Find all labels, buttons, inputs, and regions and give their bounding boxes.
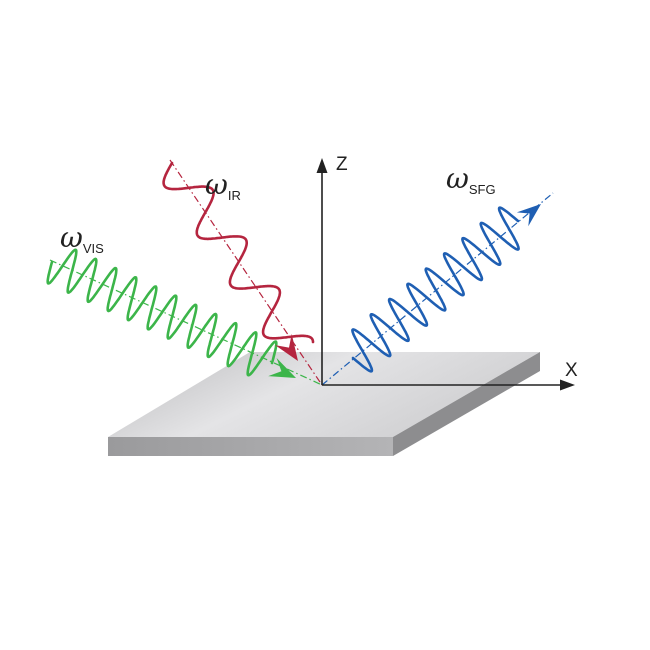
sfg-beam-axis xyxy=(321,192,554,386)
sfg-label: ωSFG xyxy=(446,162,496,197)
vis-wave xyxy=(46,248,278,377)
ir-arrowhead xyxy=(275,333,298,361)
x-axis-arrowhead xyxy=(560,379,575,391)
vis-label: ωVIS xyxy=(60,221,104,256)
vis-label-symbol: ω xyxy=(60,221,83,254)
sfg-wave xyxy=(351,206,520,373)
surface-top xyxy=(108,352,540,437)
ir-wave xyxy=(162,161,315,344)
vis-arrowhead xyxy=(268,358,296,378)
sfg-label-symbol: ω xyxy=(446,162,469,195)
sample-surface xyxy=(108,352,540,456)
ir-label-symbol: ω xyxy=(205,168,228,201)
surface-side xyxy=(393,352,540,456)
ir-beam-axis xyxy=(169,159,323,386)
surface-front xyxy=(108,437,393,456)
x-axis-label: X xyxy=(565,360,578,381)
vis-label-subscript: VIS xyxy=(83,241,104,256)
sfg-arrowhead xyxy=(516,204,541,227)
sfg-label-subscript: SFG xyxy=(469,182,496,197)
vis-beam-axis xyxy=(49,259,323,386)
z-axis-arrowhead xyxy=(316,158,328,173)
ir-label: ωIR xyxy=(205,168,241,203)
axes: Z X xyxy=(316,154,578,391)
z-axis-label: Z xyxy=(336,154,348,175)
ir-label-subscript: IR xyxy=(228,188,241,203)
